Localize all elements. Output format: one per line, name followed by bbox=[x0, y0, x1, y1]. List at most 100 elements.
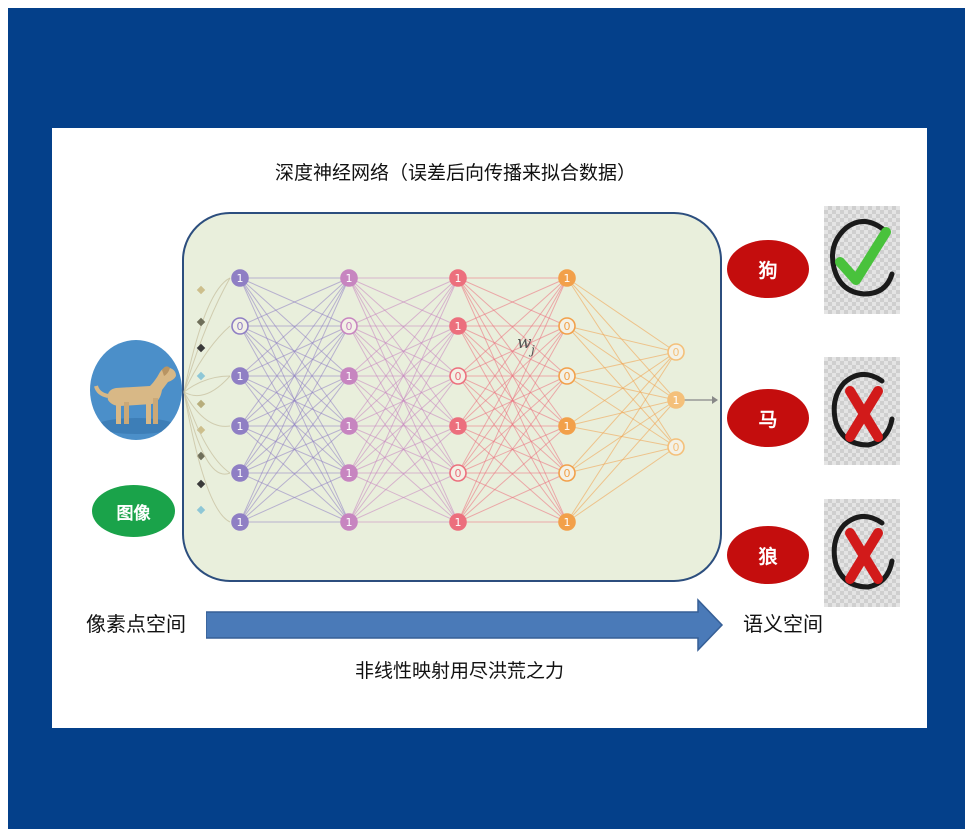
network-node bbox=[340, 269, 358, 287]
network-edge bbox=[457, 277, 568, 474]
network-edge bbox=[457, 425, 568, 523]
network-node-value: 0 bbox=[673, 346, 680, 359]
network-node bbox=[667, 438, 685, 456]
network-edge bbox=[457, 325, 568, 377]
input-pixel-marker bbox=[196, 285, 206, 295]
network-node-value: 1 bbox=[346, 370, 353, 383]
network-edge bbox=[348, 425, 459, 523]
input-edge bbox=[183, 277, 231, 393]
network-node-value: 1 bbox=[237, 467, 244, 480]
image-badge: 图像 bbox=[92, 485, 175, 537]
network-edge bbox=[348, 277, 459, 474]
class-badge-horse: 马 bbox=[727, 389, 809, 447]
network-node bbox=[340, 513, 358, 531]
network-edge bbox=[457, 325, 568, 523]
network-node-value: 0 bbox=[564, 467, 571, 480]
network-node-value: 1 bbox=[564, 420, 571, 433]
cross-icon bbox=[845, 386, 883, 442]
network-node bbox=[340, 464, 358, 482]
network-node-value: 0 bbox=[455, 370, 462, 383]
network-edge bbox=[348, 277, 459, 327]
network-edge bbox=[239, 472, 350, 523]
network-edge bbox=[566, 325, 677, 448]
network-node-value: 0 bbox=[673, 441, 680, 454]
network-node bbox=[231, 317, 249, 335]
input-edge bbox=[183, 391, 231, 475]
network-node bbox=[449, 513, 467, 531]
network-edge bbox=[239, 277, 350, 427]
network-node-value: 1 bbox=[455, 516, 462, 529]
network-node-value: 1 bbox=[455, 272, 462, 285]
network-edge bbox=[239, 277, 350, 474]
network-node-value: 1 bbox=[237, 370, 244, 383]
network-node bbox=[558, 464, 576, 482]
network-node-value: 1 bbox=[237, 420, 244, 433]
network-node bbox=[231, 513, 249, 531]
network-node-value: 1 bbox=[346, 272, 353, 285]
input-pixel-marker bbox=[196, 505, 206, 515]
network-node-value: 0 bbox=[564, 370, 571, 383]
network-edge bbox=[348, 375, 459, 523]
network-node bbox=[449, 317, 467, 335]
input-edge bbox=[183, 375, 231, 393]
pixel-space-label: 像素点空间 bbox=[86, 612, 186, 636]
network-edge bbox=[239, 277, 350, 523]
network-edge bbox=[566, 277, 677, 353]
network-node-value: 1 bbox=[673, 394, 680, 407]
network-edge bbox=[348, 325, 459, 523]
network-edge bbox=[566, 351, 677, 377]
network-node bbox=[449, 269, 467, 287]
input-pixel-marker bbox=[196, 479, 206, 489]
diagram-title: 深度神经网络（误差后向传播来拟合数据） bbox=[275, 162, 637, 184]
network-edge bbox=[457, 375, 568, 523]
input-pixel-marker bbox=[196, 399, 206, 409]
input-edge bbox=[183, 325, 231, 393]
network-node bbox=[558, 513, 576, 531]
network-edge bbox=[566, 375, 677, 401]
network-node bbox=[449, 417, 467, 435]
network-node-value: 1 bbox=[237, 516, 244, 529]
network-edge bbox=[566, 351, 677, 427]
input-pixel-marker bbox=[196, 343, 206, 353]
network-edge bbox=[348, 277, 459, 377]
network-edge bbox=[348, 277, 459, 427]
input-edge bbox=[183, 391, 231, 523]
network-edge bbox=[457, 277, 568, 427]
network-edge bbox=[239, 277, 350, 377]
network-edge bbox=[457, 277, 568, 523]
network-node-value: 1 bbox=[346, 467, 353, 480]
network-node-value: 1 bbox=[346, 516, 353, 529]
check-icon bbox=[835, 227, 891, 285]
input-pixel-marker bbox=[196, 371, 206, 381]
network-edge bbox=[457, 472, 568, 523]
class-badge-dog: 狗 bbox=[727, 240, 809, 298]
network-edge bbox=[239, 425, 350, 523]
class-badge-wolf: 狼 bbox=[727, 526, 809, 584]
network-node bbox=[340, 317, 358, 335]
input-edge bbox=[183, 277, 231, 393]
network-node bbox=[558, 269, 576, 287]
input-edge bbox=[183, 391, 231, 474]
dog-image bbox=[90, 340, 182, 440]
network-node bbox=[449, 464, 467, 482]
network-edge bbox=[348, 277, 459, 523]
network-edge bbox=[566, 351, 677, 523]
result-wolf-cross bbox=[824, 499, 900, 607]
network-node bbox=[231, 464, 249, 482]
mapping-arrow bbox=[206, 598, 724, 652]
result-horse-cross bbox=[824, 357, 900, 465]
input-edge bbox=[183, 375, 231, 396]
network-node bbox=[449, 367, 467, 385]
network-node-value: 1 bbox=[564, 516, 571, 529]
input-edge bbox=[183, 391, 231, 427]
result-dog-check bbox=[824, 206, 900, 314]
input-pixel-marker bbox=[196, 425, 206, 435]
network-edge bbox=[566, 446, 677, 474]
network-node-value: 0 bbox=[564, 320, 571, 333]
network-node bbox=[667, 343, 685, 361]
network-node bbox=[231, 367, 249, 385]
network-edge bbox=[566, 446, 677, 523]
network-edge bbox=[566, 351, 677, 474]
network-edge bbox=[239, 277, 350, 327]
